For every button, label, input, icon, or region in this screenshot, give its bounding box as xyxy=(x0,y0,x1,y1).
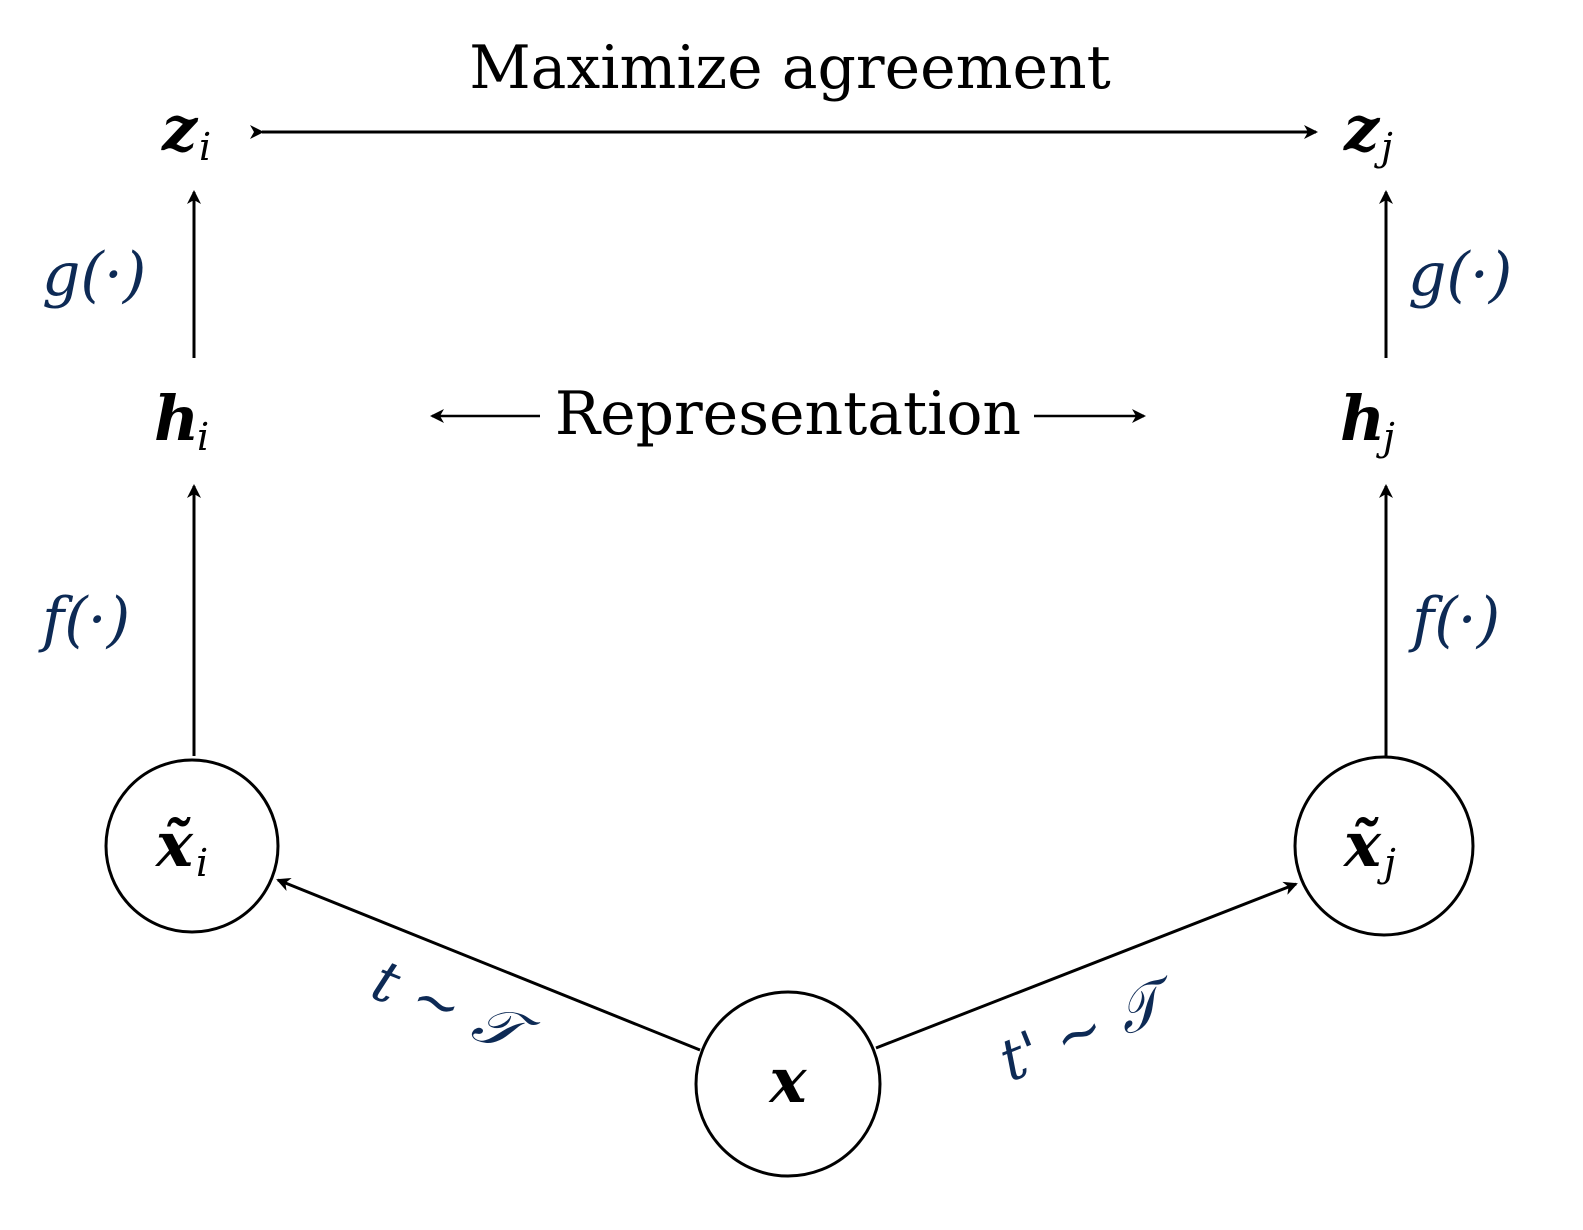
augmentation-right: t' ~ 𝒯 xyxy=(990,962,1189,1095)
title-maximize-agreement: Maximize agreement xyxy=(469,33,1111,103)
svg-text:z: z xyxy=(1343,92,1381,165)
arrow-x-to-x-tilde-j xyxy=(875,881,1298,1050)
node-h-i: h i xyxy=(154,382,209,459)
encoder-left: f(·) xyxy=(38,585,130,655)
representation-label: Representation xyxy=(555,379,1021,449)
augmentation-left: t ~ 𝒯 xyxy=(363,946,547,1073)
svg-text:x: x xyxy=(768,1044,808,1117)
svg-text:i: i xyxy=(199,125,211,169)
node-z-j: z j xyxy=(1343,92,1393,169)
svg-text:z: z xyxy=(161,92,199,165)
projection-head-right: g(·) xyxy=(1408,240,1512,310)
node-h-j: h j xyxy=(1340,382,1395,459)
svg-text:i: i xyxy=(196,841,208,885)
node-x-tilde-j: x̃ j xyxy=(1293,755,1475,937)
node-x-tilde-i: x̃ i xyxy=(104,758,280,934)
svg-text:h: h xyxy=(154,382,199,455)
node-x: x xyxy=(694,990,882,1178)
svg-text:h: h xyxy=(1340,382,1385,455)
svg-text:i: i xyxy=(197,415,209,459)
node-z-i: z i xyxy=(161,92,211,169)
svg-text:x̃: x̃ xyxy=(1342,808,1382,881)
projection-head-left: g(·) xyxy=(42,240,146,310)
encoder-right: f(·) xyxy=(1408,585,1500,655)
svg-text:x̃: x̃ xyxy=(154,808,194,881)
arrow-x-to-x-tilde-i xyxy=(276,877,701,1052)
